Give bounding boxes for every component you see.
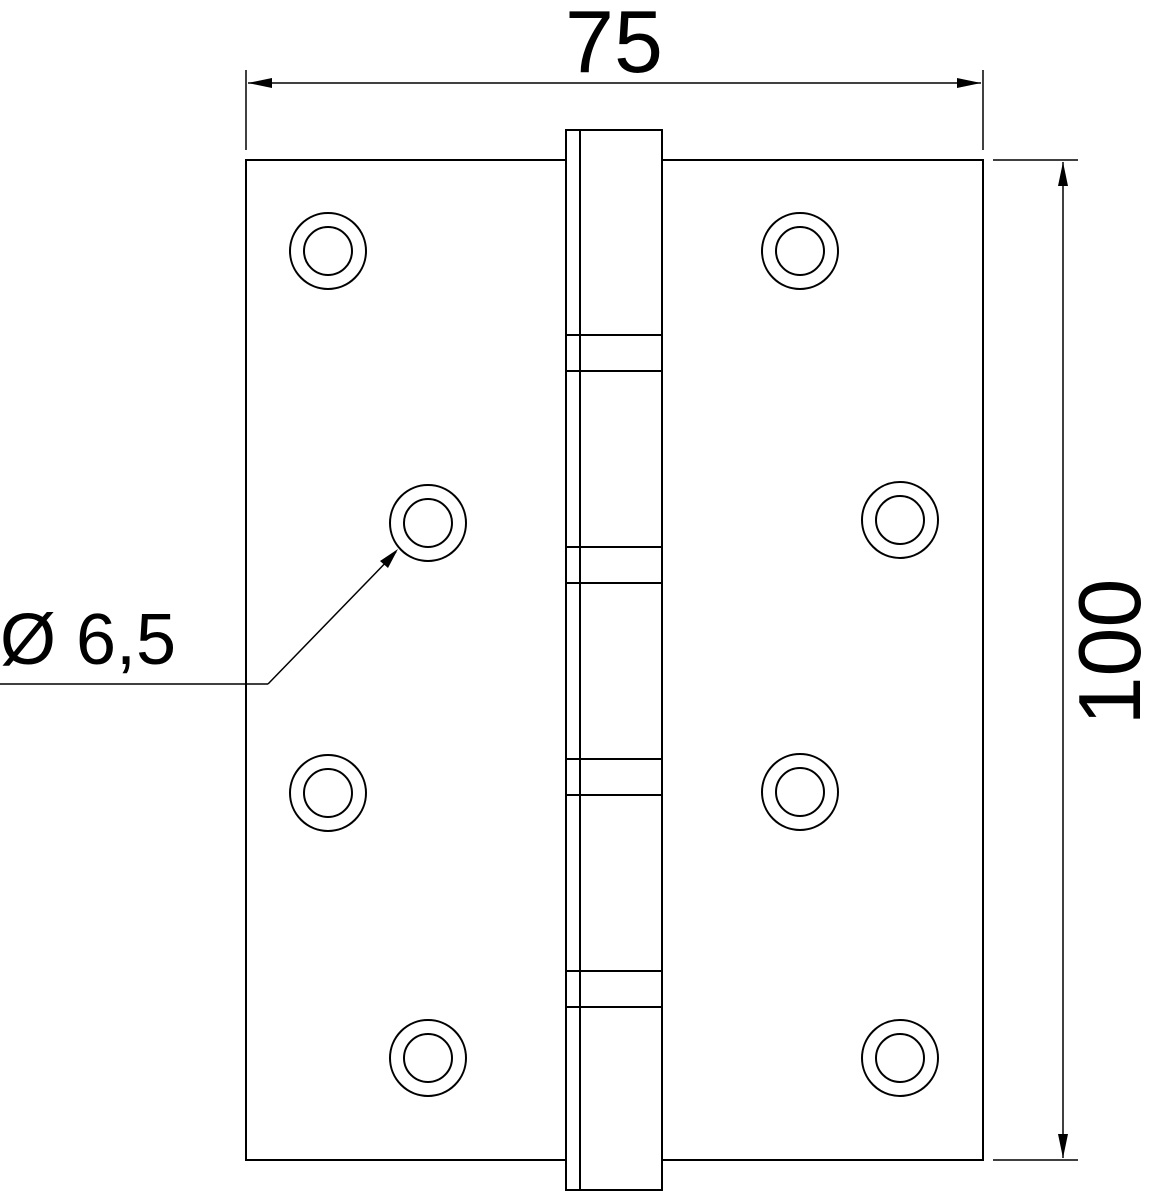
screw-hole — [289, 754, 367, 832]
bearing-ring — [565, 334, 663, 372]
arrowhead — [380, 549, 398, 568]
arrowhead — [248, 78, 272, 88]
bearing-ring — [565, 758, 663, 796]
arrowhead — [957, 78, 981, 88]
hole-diameter-label: Ø 6,5 — [0, 600, 176, 680]
hinge-knuckle — [565, 129, 663, 1191]
screw-hole — [389, 1019, 467, 1097]
arrowhead — [1058, 1134, 1068, 1158]
screw-hole — [289, 212, 367, 290]
width-dimension: 75 — [245, 0, 984, 150]
height-dimension: 100 — [993, 159, 1149, 1161]
bearing-ring — [565, 970, 663, 1008]
height-dimension-label: 100 — [1060, 579, 1149, 726]
screw-hole — [861, 481, 939, 559]
screw-hole — [861, 1019, 939, 1097]
screw-hole — [761, 212, 839, 290]
width-dimension-label: 75 — [565, 0, 663, 91]
screw-hole — [389, 484, 467, 562]
screw-hole — [761, 753, 839, 831]
hole-diameter-callout: Ø 6,5 — [0, 549, 398, 685]
screw-holes — [289, 212, 939, 1097]
bearing-ring — [565, 546, 663, 584]
arrowhead — [1058, 162, 1068, 186]
